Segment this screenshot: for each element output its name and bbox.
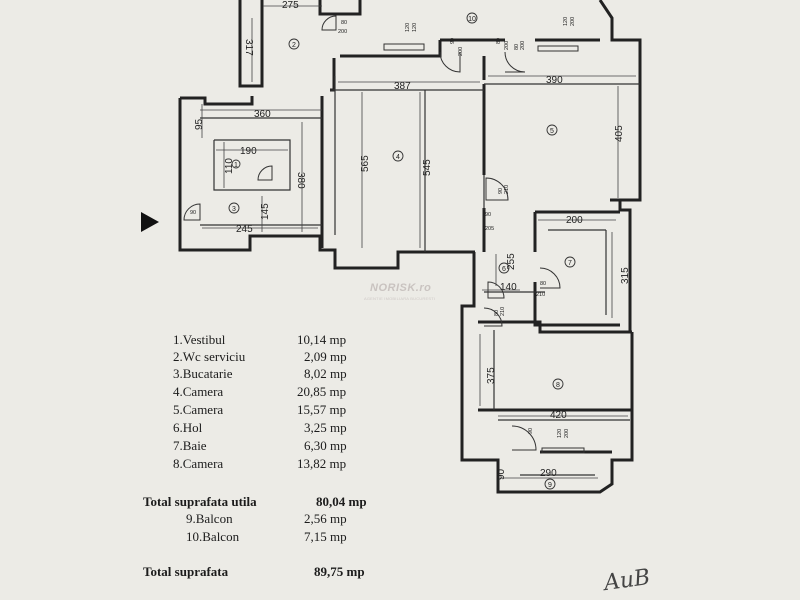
room-markers: 10 2 4 5 3 7 6 8 9 1: [228, 12, 576, 490]
svg-text:90: 90: [528, 428, 534, 434]
room-number-6: 6: [502, 266, 506, 273]
dim-110: 110: [224, 158, 235, 174]
svg-text:200: 200: [504, 41, 510, 50]
svg-text:210: 210: [536, 292, 545, 298]
svg-text:120: 120: [557, 429, 563, 438]
door-dimension-labels: 80 200 120 120 90 200 80 200 120 200 80 …: [190, 17, 576, 438]
dim-360: 360: [254, 109, 271, 120]
svg-text:200: 200: [564, 429, 570, 438]
dim-405: 405: [614, 125, 625, 142]
svg-text:200: 200: [570, 17, 576, 26]
entrance-arrow-icon: [141, 212, 159, 232]
dim-90: 90: [496, 468, 507, 480]
dim-387: 387: [394, 81, 411, 92]
svg-text:90: 90: [190, 210, 196, 216]
dim-545: 545: [422, 159, 433, 176]
room-number-3: 3: [232, 206, 236, 213]
dim-95: 95: [194, 118, 205, 130]
room-number-7: 7: [568, 260, 572, 267]
door-swings: [183, 15, 585, 454]
dim-317: 317: [243, 39, 254, 56]
svg-text:210: 210: [500, 307, 506, 316]
svg-text:80: 80: [341, 20, 347, 26]
dim-200: 200: [566, 215, 583, 226]
svg-text:205: 205: [485, 226, 494, 232]
dim-390: 390: [546, 75, 563, 86]
svg-text:200: 200: [458, 47, 464, 56]
room-number-1: 1: [234, 162, 238, 169]
dimension-labels: 275 317 387 390 360 95 565 545 405 190 1…: [194, 0, 631, 480]
svg-text:120: 120: [563, 17, 569, 26]
outer-walls: [178, 0, 642, 494]
svg-text:80: 80: [496, 38, 502, 44]
dim-380: 380: [295, 172, 306, 189]
watermark-tagline: AGENTIE IMOBILIARA BUCURESTI: [364, 296, 436, 301]
room-number-2: 2: [292, 42, 296, 49]
dim-375: 375: [486, 367, 497, 384]
dim-255: 255: [506, 253, 517, 270]
dimension-lines: [200, 5, 636, 479]
dim-420: 420: [550, 410, 567, 421]
dim-315: 315: [620, 267, 631, 284]
dim-245: 245: [236, 224, 253, 235]
dim-190: 190: [240, 146, 257, 157]
room-number-8: 8: [556, 382, 560, 389]
dim-565: 565: [360, 155, 371, 172]
svg-text:80: 80: [540, 281, 546, 287]
svg-text:120: 120: [412, 23, 418, 32]
svg-text:80: 80: [494, 310, 500, 316]
room-number-9: 9: [548, 482, 552, 489]
svg-text:90: 90: [485, 212, 491, 218]
watermark-brand: NORISK.ro: [370, 282, 432, 294]
svg-text:200: 200: [338, 29, 347, 35]
svg-text:120: 120: [405, 23, 411, 32]
dim-275: 275: [282, 0, 299, 11]
dim-290: 290: [540, 468, 557, 479]
dim-140: 140: [500, 282, 517, 293]
inner-walls: [200, 76, 640, 476]
room-number-5: 5: [550, 128, 554, 135]
svg-text:200: 200: [520, 41, 526, 50]
room-number-10: 10: [468, 16, 476, 23]
svg-text:90: 90: [450, 38, 456, 44]
dim-145: 145: [260, 203, 271, 220]
room-number-4: 4: [396, 154, 400, 161]
svg-text:80: 80: [514, 44, 520, 50]
svg-text:210: 210: [504, 185, 510, 194]
svg-text:90: 90: [498, 188, 504, 194]
